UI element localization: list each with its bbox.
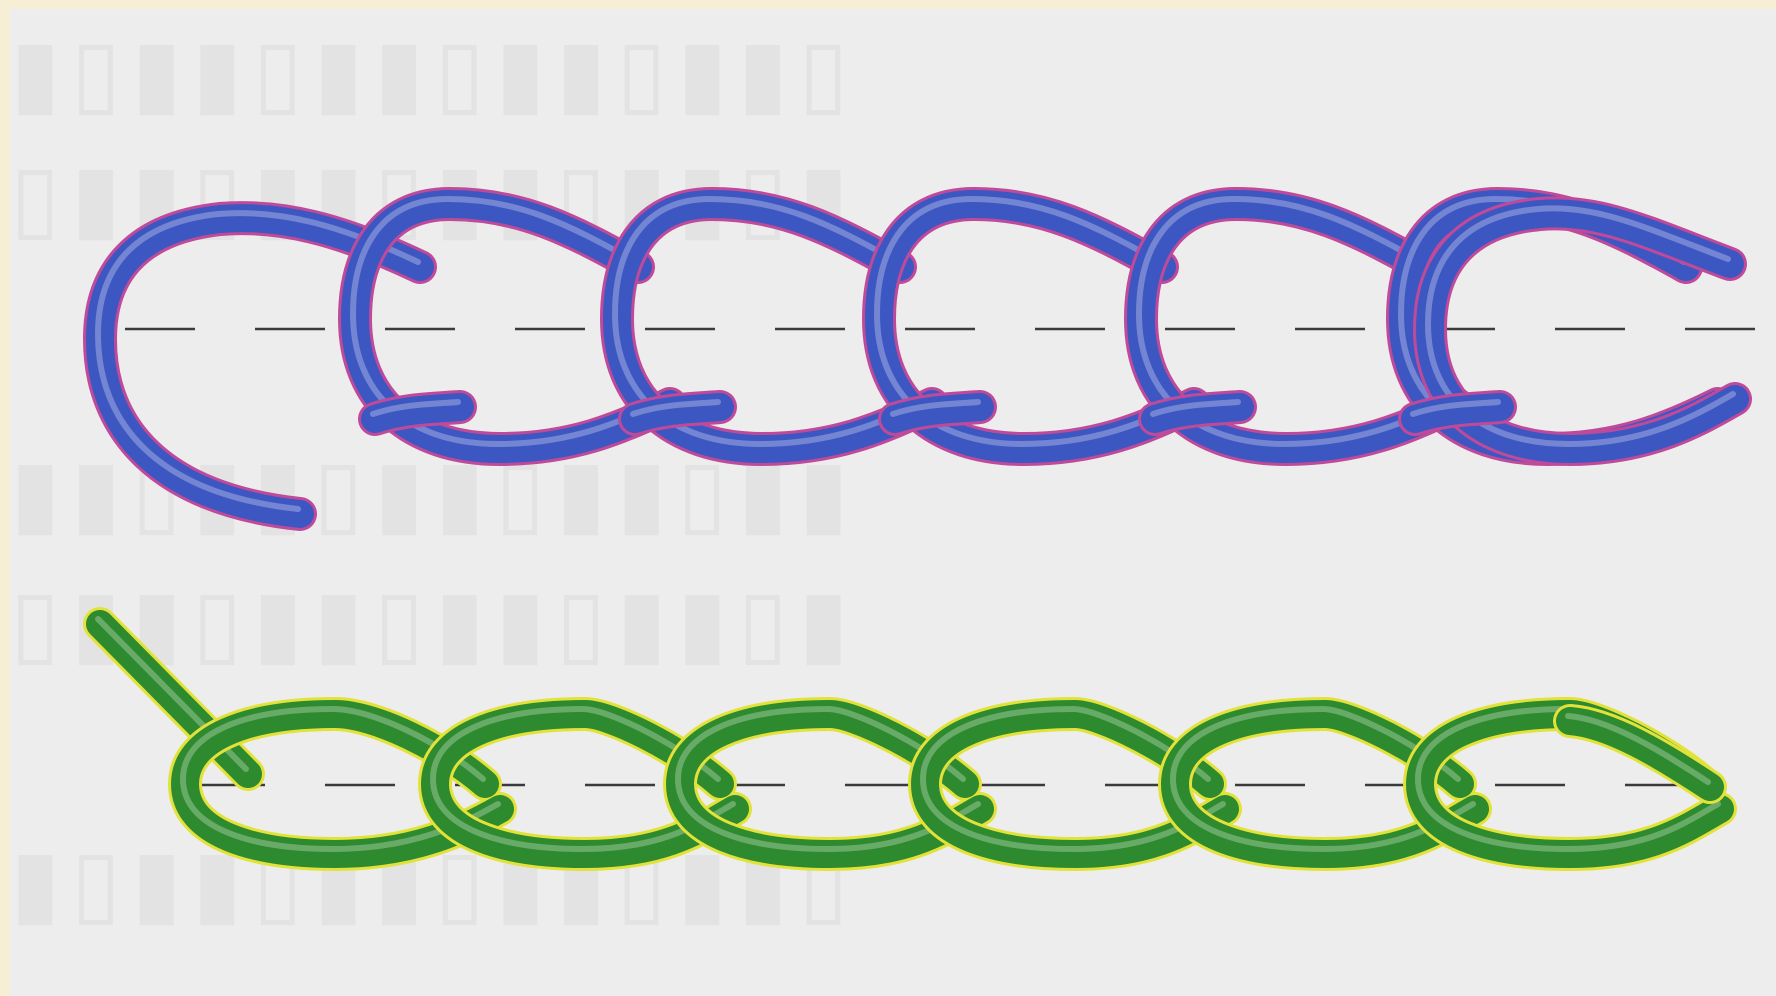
chain-link-join (633, 402, 720, 419)
blue-chain-stitch (98, 199, 1735, 514)
green-chain-stitch (98, 619, 1720, 854)
chain-link-join (1413, 402, 1500, 419)
chain-link-join (1153, 402, 1240, 419)
paper-sheet: ▮▯▮▮▯▮▮▯▮▮▯▮▮▯ ▯▮▮▯▮▮▯▮▮▯▮▮▯▮ ▮▮▯▮▮▯▮▮▯▮… (10, 9, 1776, 996)
chain-stitch-diagram (10, 9, 1776, 996)
chain-link-join (893, 402, 980, 419)
chain-link-join (373, 402, 460, 419)
